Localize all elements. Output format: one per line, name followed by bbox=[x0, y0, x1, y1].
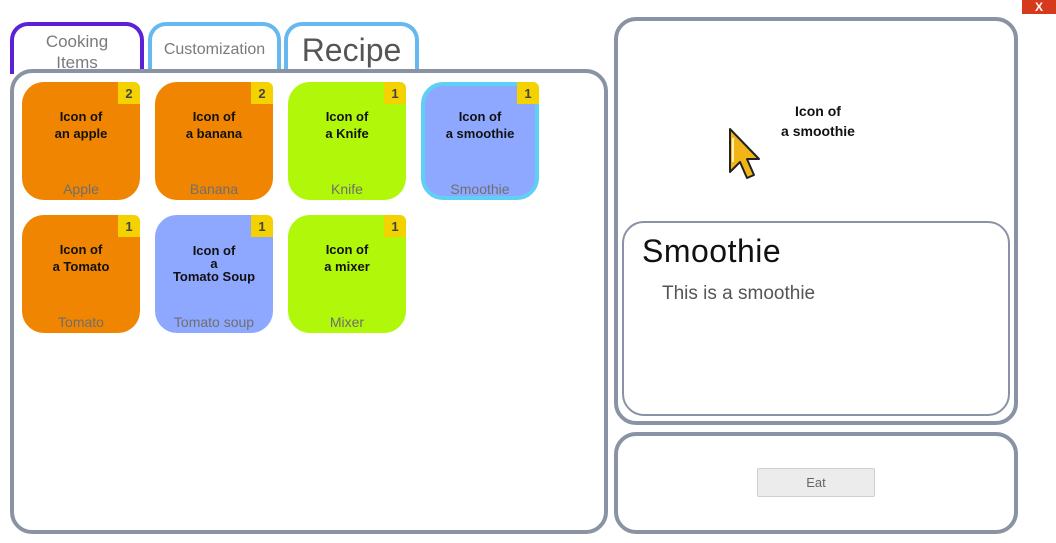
tab-label: Customization bbox=[163, 41, 266, 58]
item-banana[interactable]: Icon of a banana 2 Banana bbox=[155, 82, 273, 200]
banana-icon: Icon of a banana bbox=[185, 109, 243, 141]
item-title: Smoothie bbox=[642, 233, 782, 269]
item-tomato[interactable]: Icon of a Tomato 1 Tomato bbox=[22, 215, 140, 333]
description-card: Smoothie This is a smoothie bbox=[622, 221, 1010, 416]
count-badge: 2 bbox=[251, 82, 273, 104]
count-badge: 1 bbox=[251, 215, 273, 237]
tomato-soup-icon: Icon of a Tomato Soup bbox=[172, 243, 256, 284]
smoothie-icon: Icon of a smoothie bbox=[445, 109, 515, 141]
smoothie-preview-icon: Icon of a smoothie bbox=[781, 103, 855, 139]
item-label: Apple bbox=[63, 181, 99, 197]
item-knife[interactable]: Icon of a Knife 1 Knife bbox=[288, 82, 406, 200]
item-label: Knife bbox=[331, 181, 363, 197]
tab-label: Cooking Items bbox=[45, 32, 109, 72]
apple-icon: Icon of an apple bbox=[54, 109, 108, 141]
tab-recipe[interactable]: Recipe bbox=[284, 22, 419, 74]
item-description: This is a smoothie bbox=[662, 283, 816, 304]
item-label: Tomato soup bbox=[173, 314, 255, 330]
count-badge: 1 bbox=[517, 82, 539, 104]
count-badge: 1 bbox=[118, 215, 140, 237]
item-mixer[interactable]: Icon of a mixer 1 Mixer bbox=[288, 215, 406, 333]
tab-cooking-items[interactable]: Cooking Items bbox=[10, 22, 144, 74]
cursor-icon bbox=[729, 128, 760, 179]
close-button[interactable]: X bbox=[1022, 0, 1056, 14]
knife-icon: Icon of a Knife bbox=[325, 109, 369, 141]
count-badge: 1 bbox=[384, 82, 406, 104]
item-label: Tomato bbox=[58, 314, 104, 330]
tomato-icon: Icon of a Tomato bbox=[52, 242, 110, 274]
count-badge: 1 bbox=[384, 215, 406, 237]
item-apple[interactable]: Icon of an apple 2 Apple bbox=[22, 82, 140, 200]
item-tomato-soup[interactable]: Icon of a Tomato Soup 1 Tomato soup bbox=[155, 215, 273, 333]
item-label: Mixer bbox=[329, 314, 365, 330]
count-badge: 2 bbox=[118, 82, 140, 104]
eat-button[interactable]: Eat bbox=[757, 468, 875, 497]
item-label: Smoothie bbox=[450, 181, 510, 197]
tab-label: Recipe bbox=[301, 31, 402, 68]
tab-customization[interactable]: Customization bbox=[148, 22, 281, 74]
mixer-icon: Icon of a mixer bbox=[324, 242, 370, 274]
item-label: Banana bbox=[189, 181, 239, 197]
item-smoothie[interactable]: Icon of a smoothie 1 Smoothie bbox=[421, 82, 539, 200]
